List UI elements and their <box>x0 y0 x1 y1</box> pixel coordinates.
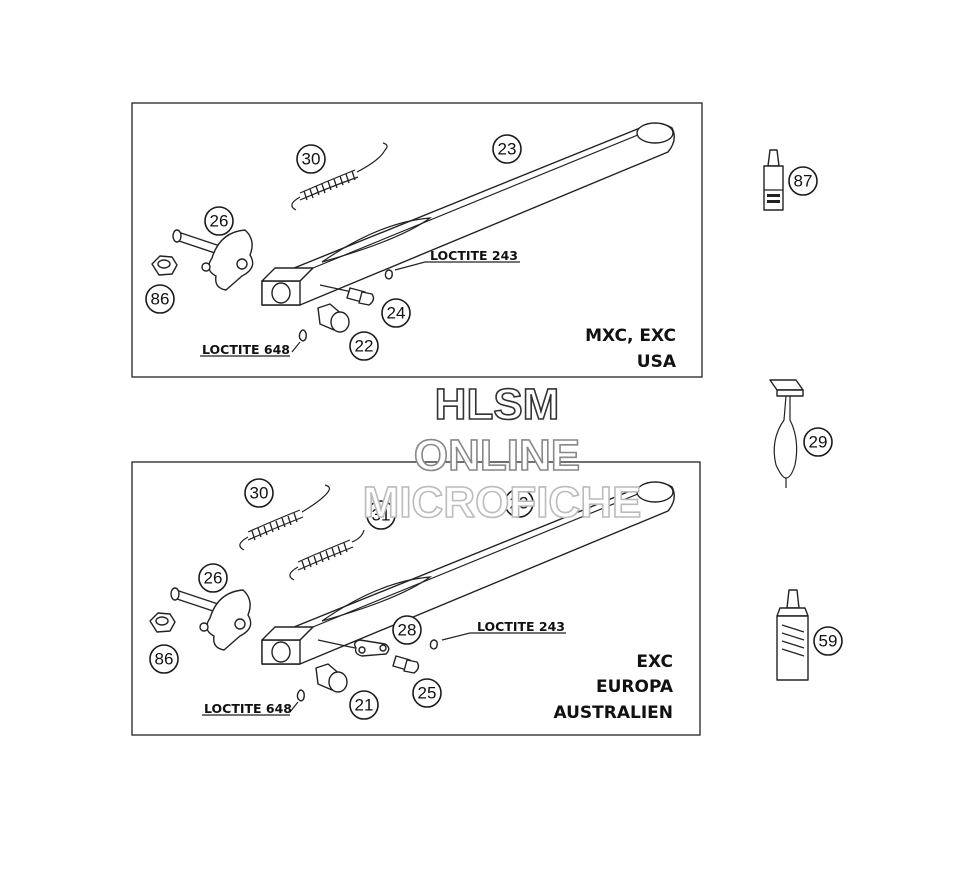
svg-text:30: 30 <box>250 484 269 503</box>
variant-line-2: USA <box>637 352 677 372</box>
spring-a-part <box>239 484 331 551</box>
side-stand-part <box>261 122 675 306</box>
loctite-243-leader <box>394 261 520 271</box>
svg-text:86: 86 <box>151 290 170 309</box>
side-stand-part <box>261 481 675 665</box>
svg-text:22: 22 <box>355 337 374 356</box>
svg-text:23: 23 <box>498 140 517 159</box>
loctite-bottle-87: 87 <box>763 149 818 211</box>
callout-28: 28 <box>392 615 422 645</box>
callout-22: 22 <box>349 331 379 361</box>
plate-part <box>317 639 390 657</box>
svg-text:26: 26 <box>204 569 223 588</box>
callout-29: 29 <box>803 427 833 457</box>
callout-87: 87 <box>788 166 818 196</box>
top-panel: LOCTITE 243 LOCTITE 648 MXC, EXC USA 30 … <box>131 102 703 378</box>
svg-text:87: 87 <box>794 172 813 191</box>
watermark-line-1: HLSM <box>435 380 560 429</box>
loctite-243-label: LOCTITE 243 <box>477 619 565 634</box>
variant-line-1: MXC, EXC <box>585 326 676 346</box>
pivot-part <box>170 587 252 651</box>
pivot-part <box>172 229 254 291</box>
top-panel-frame <box>131 102 703 378</box>
svg-text:59: 59 <box>819 632 838 651</box>
bottom-panel-frame <box>131 461 701 736</box>
loctite-648-label: LOCTITE 648 <box>202 342 290 357</box>
variant-line-1: EXC <box>636 652 673 672</box>
svg-text:29: 29 <box>809 433 828 452</box>
callout-26: 26 <box>204 206 234 236</box>
nut-part <box>151 255 178 276</box>
loctite-648-label: LOCTITE 648 <box>204 701 292 716</box>
callout-30: 30 <box>296 144 326 174</box>
spring-tool-29: 29 <box>769 379 833 488</box>
bolt-part <box>319 269 393 306</box>
callout-24: 24 <box>381 298 411 328</box>
bushing-part <box>296 663 348 702</box>
loctite-648-leader <box>291 341 301 353</box>
svg-text:23: 23 <box>510 494 529 513</box>
callout-86: 86 <box>149 644 179 674</box>
callout-86: 86 <box>145 284 175 314</box>
svg-text:86: 86 <box>155 650 174 669</box>
callout-23: 23 <box>504 488 534 518</box>
spring-b-part <box>289 529 365 581</box>
svg-text:25: 25 <box>418 684 437 703</box>
watermark: HLSM ONLINE MICROFICHE <box>362 379 642 528</box>
svg-text:21: 21 <box>355 696 374 715</box>
spring-part <box>291 142 388 211</box>
grease-bottle-59: 59 <box>776 589 843 681</box>
watermark-line-2: ONLINE <box>414 431 580 480</box>
variant-line-2: EUROPA <box>596 677 674 697</box>
callout-25: 25 <box>412 678 442 708</box>
variant-line-3: AUSTRALIEN <box>553 703 673 723</box>
loctite-648-leader <box>289 701 299 713</box>
bushing-part <box>298 303 350 342</box>
loctite-243-leader <box>441 632 566 641</box>
bottom-panel: LOCTITE 243 LOCTITE 648 EXC EUROPA AUSTR… <box>131 461 701 736</box>
callout-21: 21 <box>349 690 379 720</box>
callout-59: 59 <box>813 626 843 656</box>
svg-text:24: 24 <box>387 304 406 323</box>
callout-31: 31 <box>366 500 396 530</box>
svg-text:28: 28 <box>398 621 417 640</box>
loctite-243-label: LOCTITE 243 <box>430 248 518 263</box>
watermark-line-3: MICROFICHE <box>363 478 642 527</box>
svg-text:26: 26 <box>210 212 229 231</box>
callout-23: 23 <box>492 134 522 164</box>
callout-26: 26 <box>198 563 228 593</box>
callout-30: 30 <box>244 478 274 508</box>
svg-text:31: 31 <box>372 506 391 525</box>
svg-text:30: 30 <box>302 150 321 169</box>
nut-part <box>149 612 176 633</box>
bolt-part <box>392 639 438 674</box>
